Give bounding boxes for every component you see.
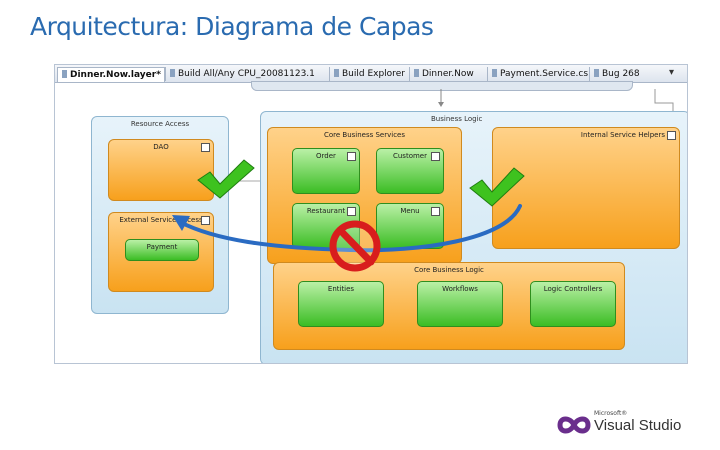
expand-icon[interactable] — [431, 207, 440, 216]
green-checkmark-icon — [197, 159, 255, 199]
document-icon — [334, 69, 339, 77]
layer-diagram-screenshot: Dinner.Now.layer* Build All/Any CPU_2008… — [54, 64, 688, 364]
layer-label: Payment — [146, 243, 178, 251]
diagram-canvas: Resource Access DAO External Service Acc… — [55, 81, 687, 363]
expand-icon[interactable] — [431, 152, 440, 161]
layer-label: Business Logic — [431, 115, 483, 123]
document-tab-bar: Dinner.Now.layer* Build All/Any CPU_2008… — [55, 65, 687, 83]
brand-small-label: Microsoft® — [594, 410, 628, 417]
tab-overflow-icon[interactable]: ▾ — [669, 67, 675, 78]
layer-label: Menu — [400, 207, 420, 215]
layer-label: Order — [316, 152, 336, 160]
layer-label: Resource Access — [130, 120, 190, 128]
tab-build[interactable]: Build All/Any CPU_20081123.1 — [165, 67, 330, 81]
layer-dao[interactable]: DAO — [108, 139, 214, 201]
layer-workflows[interactable]: Workflows — [417, 281, 503, 327]
expand-icon[interactable] — [347, 207, 356, 216]
document-icon — [492, 69, 497, 77]
dependency-arrow — [172, 204, 522, 253]
layer-entities[interactable]: Entities — [298, 281, 384, 327]
no-entry-icon — [329, 220, 381, 272]
tab-build-explorer[interactable]: Build Explorer — [329, 67, 410, 81]
layer-label: External Service Access — [119, 216, 203, 224]
visual-studio-logo: Microsoft® Visual Studio — [554, 408, 688, 444]
layer-internal-service-helpers[interactable]: Internal Service Helpers — [492, 127, 680, 249]
tab-payment-service[interactable]: Payment.Service.cs — [487, 67, 590, 81]
expand-icon[interactable] — [347, 152, 356, 161]
layer-label: Core Business Services — [323, 131, 406, 139]
layer-external-service-access[interactable]: External Service Access Payment — [108, 212, 214, 292]
tab-dinner-now-layer[interactable]: Dinner.Now.layer* — [57, 67, 165, 82]
expand-icon[interactable] — [667, 131, 676, 140]
tab-bug[interactable]: Bug 268 — [589, 67, 646, 81]
document-icon — [62, 70, 67, 78]
layer-logic-controllers[interactable]: Logic Controllers — [530, 281, 616, 327]
layer-label: Internal Service Helpers — [580, 131, 665, 139]
layer-label: Core Business Logic — [414, 266, 484, 274]
document-icon — [170, 69, 175, 77]
green-checkmark-icon — [469, 167, 525, 207]
layer-payment[interactable]: Payment — [125, 239, 199, 261]
layer-customer[interactable]: Customer — [376, 148, 444, 194]
layer-label: Entities — [327, 285, 355, 293]
layer-core-business-services[interactable]: Core Business Services Order Customer Re… — [267, 127, 462, 264]
expand-icon[interactable] — [201, 143, 210, 152]
document-icon — [594, 69, 599, 77]
layer-menu[interactable]: Menu — [376, 203, 444, 249]
layer-label: Restaurant — [306, 207, 346, 215]
layer-label: Logic Controllers — [543, 285, 603, 293]
layer-business-logic[interactable]: Business Logic Core Business Services Or… — [260, 111, 687, 363]
top-layer-edge — [251, 81, 633, 91]
layer-core-business-logic[interactable]: Core Business Logic Entities Workflows L… — [273, 262, 625, 350]
document-icon — [414, 69, 419, 77]
tab-dinner-now[interactable]: Dinner.Now — [409, 67, 488, 81]
layer-order[interactable]: Order — [292, 148, 360, 194]
page-title: Arquitectura: Diagrama de Capas — [30, 12, 434, 41]
brand-name: Visual Studio — [594, 417, 682, 434]
infinity-logo-icon — [557, 416, 591, 434]
expand-icon[interactable] — [201, 216, 210, 225]
layer-label: Workflows — [442, 285, 478, 293]
layer-label: Customer — [392, 152, 427, 160]
layer-resource-access[interactable]: Resource Access DAO External Service Acc… — [91, 116, 229, 314]
layer-label: DAO — [153, 143, 169, 151]
